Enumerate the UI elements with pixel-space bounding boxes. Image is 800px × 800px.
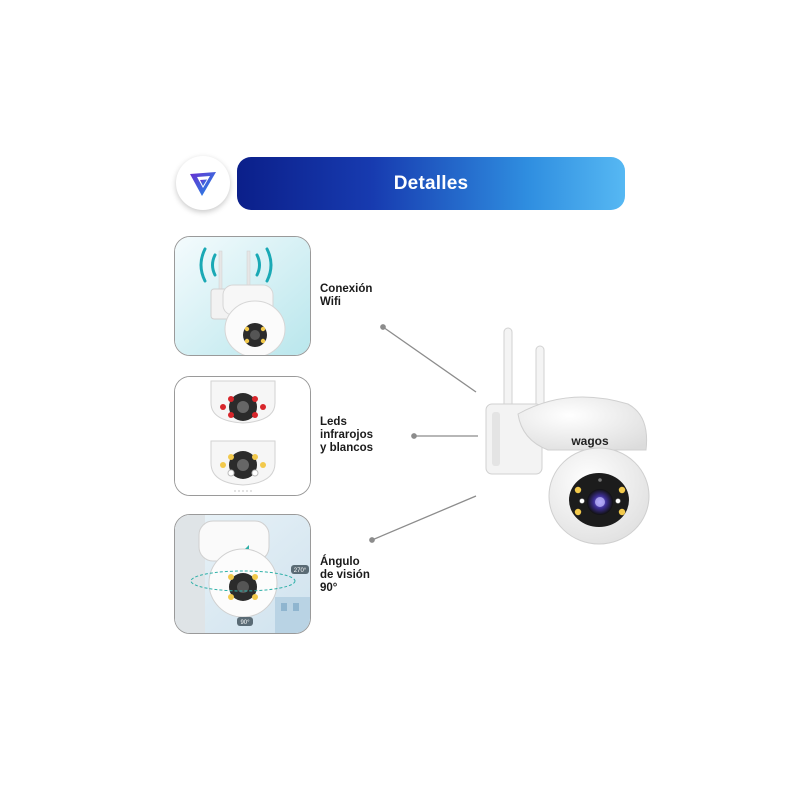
feature-card-angle: 270° 90° bbox=[174, 514, 311, 634]
page-title: Detalles bbox=[393, 172, 469, 194]
brand-name: wagos bbox=[570, 434, 609, 448]
angle-badge-horizontal: 270° bbox=[294, 568, 307, 574]
wifi-signal-icon bbox=[199, 247, 273, 283]
feature-card-wifi bbox=[174, 236, 311, 356]
logo-icon bbox=[190, 172, 216, 196]
feature-label-angle: Ángulo de visión 90° bbox=[320, 556, 370, 594]
feature-label-leds: Leds infrarojos y blancos bbox=[320, 416, 374, 454]
angle-badge-vertical: 90° bbox=[240, 620, 250, 626]
feature-card-leds bbox=[174, 376, 311, 496]
main-camera-image: wagos bbox=[485, 327, 650, 545]
feature-label-wifi: Conexión Wifi bbox=[320, 283, 373, 308]
header-banner: Detalles bbox=[237, 157, 625, 210]
brand-logo bbox=[176, 156, 230, 210]
